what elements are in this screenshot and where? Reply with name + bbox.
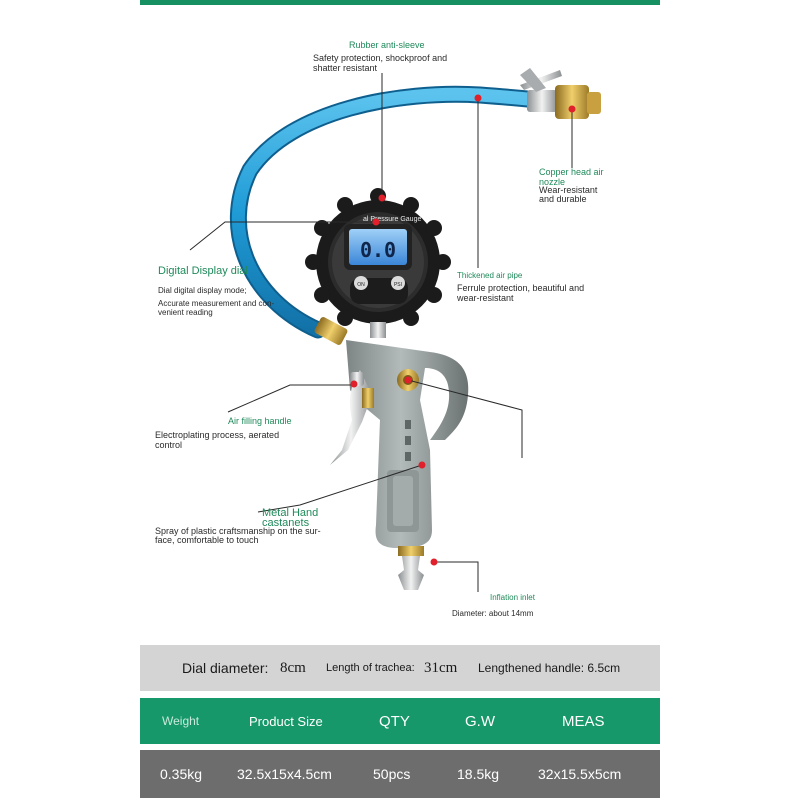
filling-handle-desc-1: Electroplating process, aerated xyxy=(155,430,280,440)
inlet-collar xyxy=(398,546,424,556)
digital-dial-desc-3: venient reading xyxy=(158,308,213,317)
hose-fitting xyxy=(314,317,348,345)
tire-inflator-illustration: al Pressure Gauge 0.0 ON PSI xyxy=(189,68,601,592)
digital-dial-desc-2: Accurate measurement and con- xyxy=(158,299,275,308)
air-hose xyxy=(231,87,563,337)
air-filling-handle xyxy=(330,370,372,465)
digital-dial-title: Digital Display dial xyxy=(158,265,248,277)
filling-handle-desc-2: control xyxy=(155,440,183,450)
filling-handle-title: Air filling handle xyxy=(228,416,292,426)
gauge-reading: 0.0 xyxy=(360,238,396,262)
callout-lines xyxy=(189,73,573,592)
gauge-housing xyxy=(305,188,451,335)
copper-nozzle-title-2: nozzle xyxy=(539,177,566,187)
cell-product-size: 32.5x15x4.5cm xyxy=(237,766,332,782)
inflation-inlet-desc: Diameter: about 14mm xyxy=(452,609,534,618)
copper-nozzle-desc-2: and durable xyxy=(539,194,587,204)
copper-nozzle-desc-1: Wear-resistant xyxy=(539,185,598,195)
rubber-sleeve-desc-2: shatter resistant xyxy=(313,63,378,73)
rubber-sleeve-title: Rubber anti-sleeve xyxy=(349,40,425,50)
metal-castanets-title-2: castanets xyxy=(262,517,310,529)
gauge-unit-button[interactable]: PSI xyxy=(394,282,402,288)
cell-meas: 32x15.5x5cm xyxy=(538,766,622,782)
header-weight: Weight xyxy=(162,714,200,728)
spec-bar: Dial diameter: 8cm Length of trachea: 31… xyxy=(140,645,660,691)
spec-table-row: 0.35kg 32.5x15x4.5cm 50pcs 18.5kg 32x15.… xyxy=(140,750,660,798)
header-gw: G.W xyxy=(465,712,495,730)
top-accent-rule xyxy=(140,0,660,5)
cell-weight: 0.35kg xyxy=(160,766,203,782)
inflation-inlet xyxy=(398,556,424,590)
digital-dial-desc-1: Dial digital display mode; xyxy=(158,286,247,295)
trachea-length-label: Length of trachea: xyxy=(326,662,415,674)
spec-table-header: Weight Product Size QTY G.W MEAS xyxy=(140,698,660,744)
inflator-body xyxy=(346,340,469,548)
header-qty: QTY xyxy=(379,712,410,730)
metal-castanets-desc-2: face, comfortable to touch xyxy=(155,535,259,545)
air-pipe-desc-2: wear-resistant xyxy=(457,293,514,303)
air-pipe-title: Thickened air pipe xyxy=(457,271,523,280)
copper-nozzle-title-1: Copper head air xyxy=(539,167,604,177)
air-pipe-desc-1: Ferrule protection, beautiful and xyxy=(457,283,585,293)
rubber-sleeve-desc-1: Safety protection, shockproof and xyxy=(313,53,448,63)
gauge-on-button[interactable]: ON xyxy=(357,282,365,288)
copper-nozzle xyxy=(520,68,601,119)
inflation-inlet-title: Inflation inlet xyxy=(490,593,535,602)
cell-qty: 50pcs xyxy=(373,766,411,782)
metal-castanets-title-1: Metal Hand xyxy=(262,507,319,519)
gauge-face-text: al Pressure Gauge xyxy=(363,216,421,223)
callout-dots xyxy=(350,94,576,566)
dial-diameter-label: Dial diameter: xyxy=(182,660,269,676)
cell-gw: 18.5kg xyxy=(457,766,500,782)
gauge-stem xyxy=(370,322,386,338)
header-product-size: Product Size xyxy=(249,713,323,729)
metal-castanets-desc-1: Spray of plastic craftsmanship on the su… xyxy=(155,526,321,536)
dial-diameter-value: 8cm xyxy=(280,659,306,676)
handle-length: Lengthened handle: 6.5cm xyxy=(478,661,621,675)
trachea-length-value: 31cm xyxy=(424,659,458,676)
header-meas: MEAS xyxy=(562,712,605,730)
